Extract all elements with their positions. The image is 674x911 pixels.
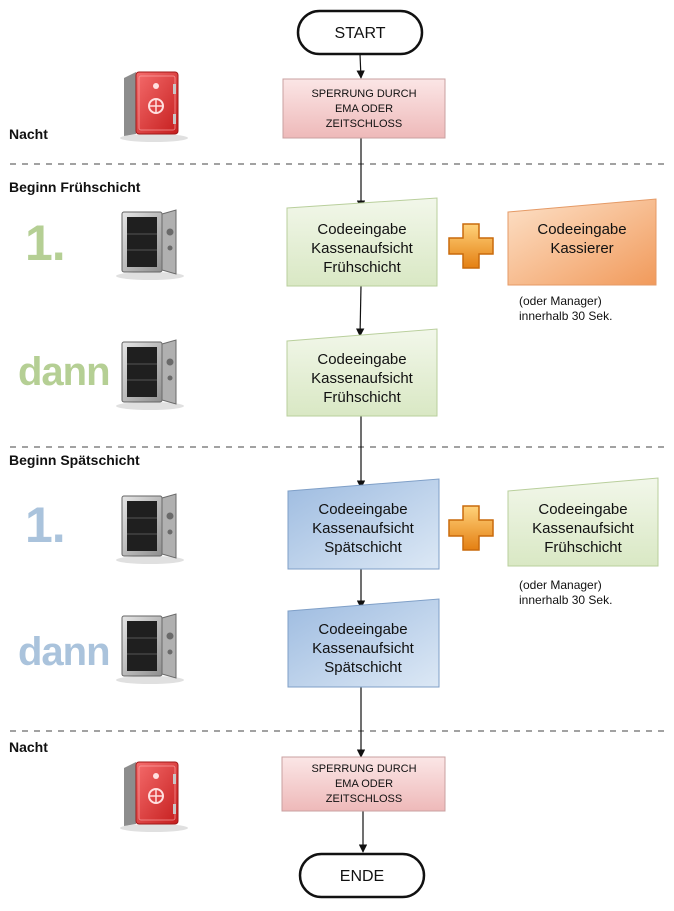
box-line: Frühschicht bbox=[323, 389, 401, 406]
lock-top-line: SPERRUNG DURCH bbox=[311, 88, 416, 100]
box-line: Codeeingabe bbox=[317, 351, 406, 368]
box-line: Codeeingabe bbox=[537, 221, 626, 238]
note-line: innerhalb 30 Sek. bbox=[519, 309, 613, 323]
section-label-night-top: Nacht bbox=[9, 126, 48, 142]
box-late-early-supervisor: Codeeingabe Kassenaufsicht Frühschicht bbox=[507, 477, 659, 567]
lock-bottom-line: ZEITSCHLOSS bbox=[326, 793, 402, 805]
box-late-supervisor-1: Codeeingabe Kassenaufsicht Spätschicht bbox=[287, 478, 440, 570]
box-line: Spätschicht bbox=[324, 659, 402, 676]
connector-arrow bbox=[356, 53, 365, 79]
open-safe-icon bbox=[116, 613, 184, 684]
connector-arrow bbox=[355, 285, 365, 337]
open-safe-icon bbox=[116, 493, 184, 564]
plus-icon bbox=[448, 505, 494, 551]
box-line: Kassenaufsicht bbox=[311, 240, 414, 257]
box-line: Codeeingabe bbox=[318, 621, 407, 638]
open-safe-icon bbox=[116, 209, 184, 280]
box-line: Kassierer bbox=[550, 240, 613, 257]
box-line: Kassenaufsicht bbox=[532, 520, 635, 537]
note-late: (oder Manager) innerhalb 30 Sek. bbox=[519, 578, 612, 608]
note-line: innerhalb 30 Sek. bbox=[519, 593, 613, 607]
box-early-supervisor-1: Codeeingabe Kassenaufsicht Frühschicht bbox=[286, 197, 438, 287]
box-line: Kassenaufsicht bbox=[312, 640, 415, 657]
box-line: Spätschicht bbox=[324, 539, 402, 556]
open-safe-icon bbox=[116, 339, 184, 410]
plus-icon bbox=[448, 223, 494, 269]
note-early: (oder Manager) innerhalb 30 Sek. bbox=[519, 294, 612, 324]
box-late-supervisor-2: Codeeingabe Kassenaufsicht Spätschicht bbox=[287, 598, 440, 688]
section-label-early-shift: Beginn Frühschicht bbox=[9, 179, 141, 195]
locked-safe-icon bbox=[120, 71, 188, 142]
start-label: START bbox=[335, 25, 386, 42]
lock-bottom-line: EMA ODER bbox=[335, 778, 393, 790]
step-then-late: dann bbox=[18, 630, 111, 674]
box-line: Codeeingabe bbox=[318, 501, 407, 518]
note-line: (oder Manager) bbox=[519, 578, 602, 592]
lock-top-line: EMA ODER bbox=[335, 103, 393, 115]
box-line: Codeeingabe bbox=[538, 501, 627, 518]
lock-top-line: ZEITSCHLOSS bbox=[326, 118, 402, 130]
lock-box-bottom: SPERRUNG DURCH EMA ODER ZEITSCHLOSS bbox=[281, 756, 446, 812]
section-label-late-shift: Beginn Spätschicht bbox=[9, 452, 140, 468]
section-label-night-bottom: Nacht bbox=[9, 739, 48, 755]
note-line: (oder Manager) bbox=[519, 294, 602, 308]
end-label: ENDE bbox=[340, 868, 384, 885]
lock-bottom-line: SPERRUNG DURCH bbox=[311, 763, 416, 775]
lock-box-top: SPERRUNG DURCH EMA ODER ZEITSCHLOSS bbox=[282, 78, 446, 139]
box-line: Codeeingabe bbox=[317, 221, 406, 238]
box-early-supervisor-2: Codeeingabe Kassenaufsicht Frühschicht bbox=[286, 328, 438, 417]
start-terminator: START bbox=[296, 9, 424, 56]
step-then-early: dann bbox=[18, 350, 111, 394]
step-first-late: 1. bbox=[25, 497, 66, 553]
box-line: Frühschicht bbox=[544, 539, 622, 556]
box-line: Frühschicht bbox=[323, 259, 401, 276]
box-line: Kassenaufsicht bbox=[312, 520, 415, 537]
step-first-early: 1. bbox=[25, 215, 66, 271]
box-line: Kassenaufsicht bbox=[311, 370, 414, 387]
box-early-cashier: Codeeingabe Kassierer bbox=[507, 198, 657, 286]
locked-safe-icon bbox=[120, 761, 188, 832]
end-terminator: ENDE bbox=[298, 852, 426, 899]
